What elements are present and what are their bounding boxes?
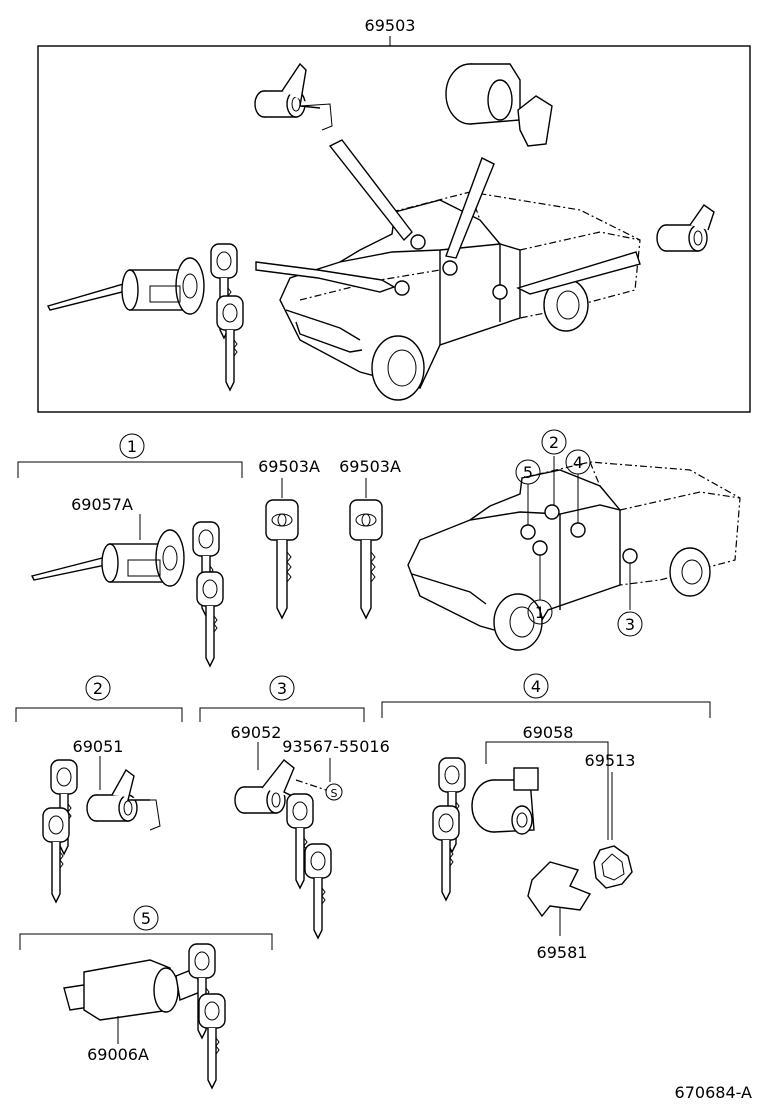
group-1-marker <box>119 433 145 459</box>
svg-text:1: 1 <box>535 603 545 622</box>
group-3-label: 3 <box>277 679 287 698</box>
part-69058-label: 69058 <box>523 723 574 742</box>
part-69051-label: 69051 <box>73 737 124 756</box>
group-4-label: 4 <box>531 677 541 696</box>
overview-tailgate-lock <box>445 63 553 147</box>
part-69006A-label: 69006A <box>87 1045 149 1064</box>
screw-dashed-line <box>295 779 327 791</box>
ignition-lock-assembly <box>30 521 224 667</box>
overview-ignition-lock <box>46 243 244 391</box>
group-2-label: 2 <box>93 679 103 698</box>
location-marker-5: 5 <box>515 459 541 485</box>
tailgate-lock-69058 <box>432 757 539 901</box>
group-5-bracket <box>19 933 273 950</box>
group-5-label: 5 <box>141 909 151 928</box>
overview-frame <box>37 45 751 413</box>
part-69058-leader <box>485 741 609 840</box>
retainer-ring-69513 <box>593 845 633 889</box>
glove-box-lock-69006A <box>63 943 226 1089</box>
clip-69581 <box>527 861 592 918</box>
group-5-marker <box>133 905 159 931</box>
key-2 <box>349 499 383 619</box>
overview-truck <box>279 191 641 401</box>
location-marker-2: 2 <box>541 429 567 455</box>
overview-arrows <box>255 139 641 295</box>
group-1-label: 1 <box>127 437 137 456</box>
overview-side-lock <box>656 204 715 252</box>
location-marker-3: 3 <box>617 611 643 637</box>
key-2-part-number: 69503A <box>339 457 401 476</box>
part-69581-label: 69581 <box>537 943 588 962</box>
svg-text:4: 4 <box>573 453 583 472</box>
svg-text:2: 2 <box>549 433 559 452</box>
group-1-bracket <box>17 461 243 478</box>
location-marker-1: 1 <box>527 599 553 625</box>
svg-text:3: 3 <box>625 615 635 634</box>
part-69057A-label: 69057A <box>71 495 133 514</box>
key-1-part-number: 69503A <box>258 457 320 476</box>
part-93567-55016-label: 93567-55016 <box>282 737 390 756</box>
screw-symbol <box>325 783 343 801</box>
group-4-bracket <box>381 701 711 718</box>
door-lock-cylinder-69052 <box>234 759 332 939</box>
screw-symbol-label: S <box>331 787 338 800</box>
part-69513-label: 69513 <box>585 751 636 770</box>
drawing-code: 670684-A <box>675 1083 753 1102</box>
group-2-bracket <box>15 707 183 722</box>
key-1 <box>265 499 299 619</box>
svg-text:5: 5 <box>523 463 533 482</box>
location-truck <box>407 456 741 651</box>
overview-door-lock <box>254 62 333 131</box>
location-marker-4: 4 <box>565 449 591 475</box>
group-3-bracket <box>199 707 365 722</box>
door-lock-cylinder-69051 <box>42 759 161 903</box>
group-2-marker <box>85 675 111 701</box>
group-4-marker <box>523 673 549 699</box>
part-69052-label: 69052 <box>231 723 282 742</box>
group-3-marker <box>269 675 295 701</box>
overview-part-number: 69503 <box>365 16 416 35</box>
